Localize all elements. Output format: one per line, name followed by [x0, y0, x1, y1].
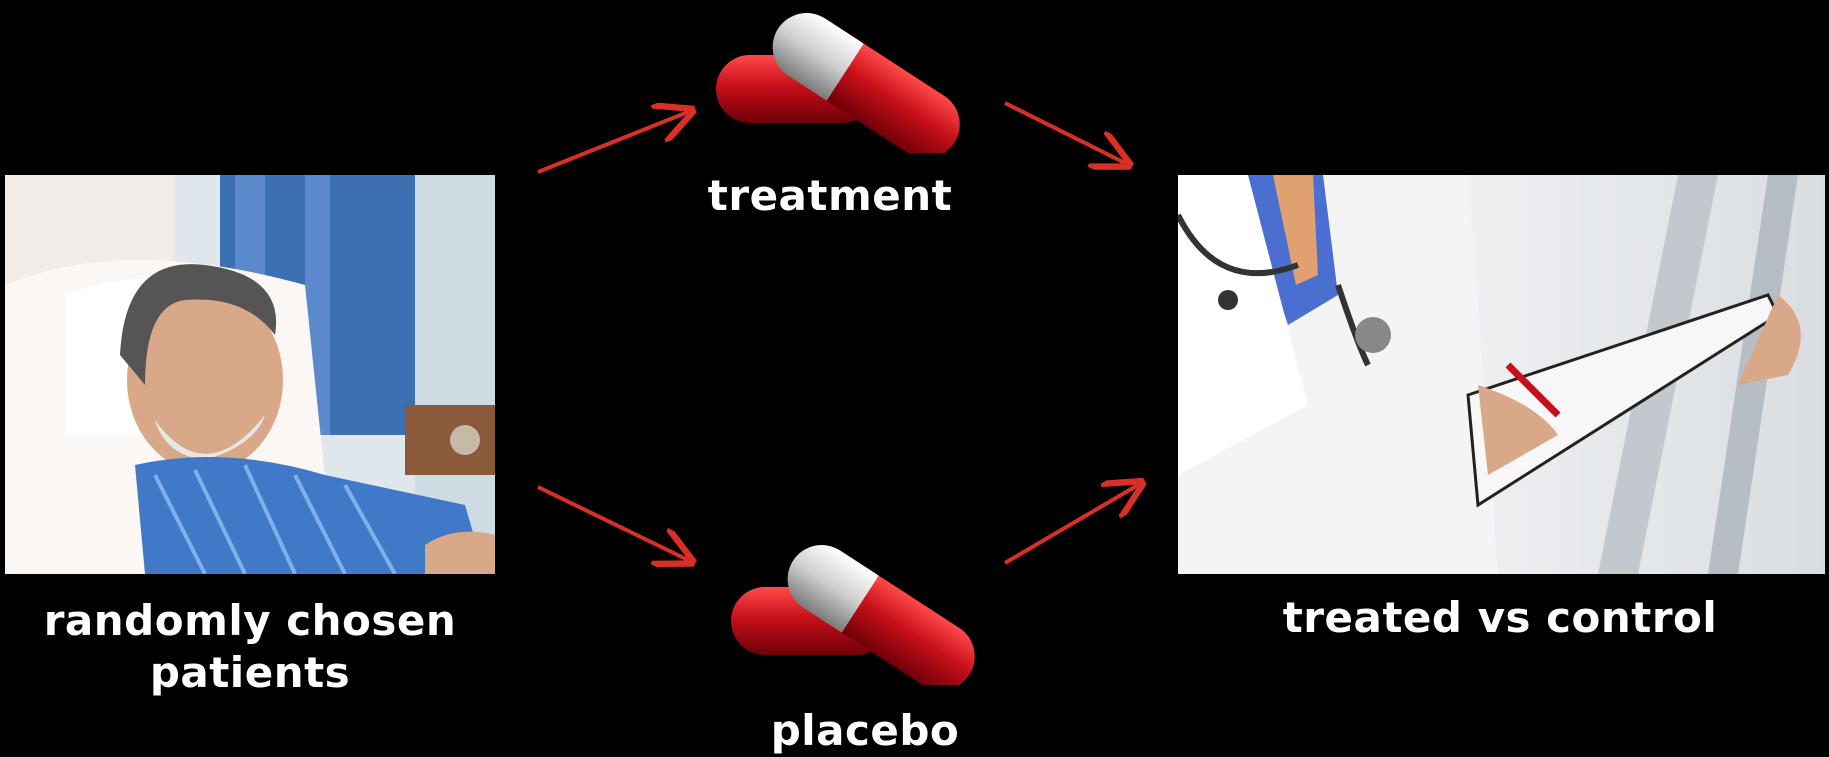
arrow-placebo-to-outcome: [1005, 485, 1138, 563]
patients-label: randomly chosen patients: [20, 595, 480, 699]
outcome-label: treated vs control: [1240, 592, 1760, 644]
treatment-label: treatment: [680, 170, 980, 222]
arrow-patients-to-treatment: [538, 112, 688, 172]
placebo-label: placebo: [715, 705, 1015, 757]
arrow-patients-to-placebo: [538, 487, 688, 560]
arrow-treatment-to-outcome: [1005, 103, 1125, 163]
